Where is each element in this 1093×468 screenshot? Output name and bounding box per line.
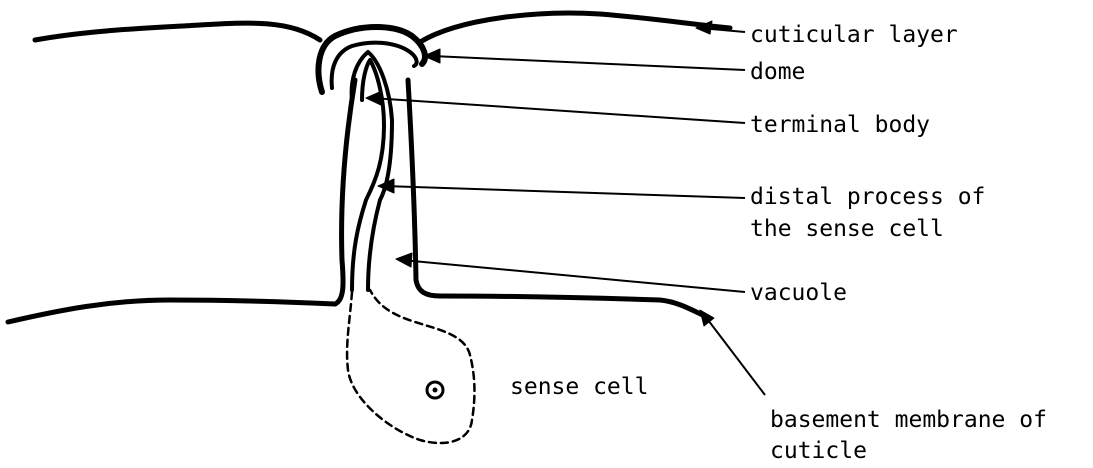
leader-distal-process — [384, 186, 745, 198]
cuticle-upper-surface-left — [35, 23, 320, 40]
leader-vacuole — [402, 260, 745, 292]
sense-cell — [347, 290, 474, 443]
label-distal-process-line2: the sense cell — [750, 216, 944, 242]
distal-process-outer — [352, 52, 392, 290]
arrowhead-vacuole — [396, 253, 412, 267]
cuticle-lower-surface-right — [440, 296, 705, 316]
label-basement-membrane-line1: basement membrane of — [770, 407, 1047, 433]
arrowhead-terminal-body — [366, 91, 382, 105]
cuticle-upper-surface-right — [420, 13, 730, 42]
distal-process — [352, 52, 392, 290]
cuticle-lower-surface-left — [8, 300, 335, 322]
label-terminal-body: terminal body — [750, 112, 930, 138]
label-sense-cell: sense cell — [510, 374, 648, 400]
label-cuticular-layer: cuticular layer — [750, 22, 958, 48]
label-dome: dome — [750, 59, 805, 85]
leader-lines — [366, 21, 765, 395]
labels: cuticular layer dome terminal body dista… — [510, 22, 1047, 464]
leader-basement-membrane — [705, 316, 765, 395]
label-basement-membrane-line2: cuticle — [770, 438, 867, 464]
label-distal-process-line1: distal process of — [750, 184, 985, 210]
leader-dome — [432, 56, 745, 70]
sense-cell-nucleolus — [433, 388, 438, 393]
label-vacuole: vacuole — [750, 280, 847, 306]
sense-cell-outline — [347, 290, 474, 443]
leader-terminal-body — [372, 98, 745, 123]
